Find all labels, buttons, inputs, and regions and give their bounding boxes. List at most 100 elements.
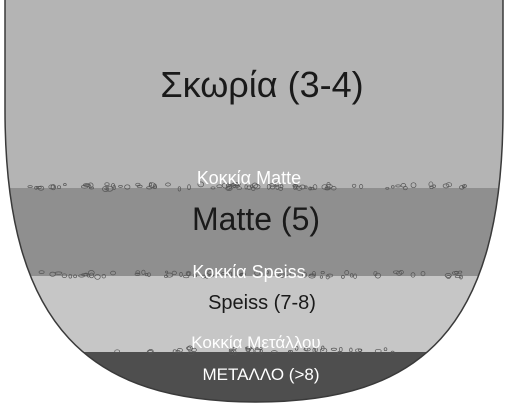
grain-particle [283, 270, 292, 276]
grain-particle [253, 184, 261, 190]
grain-particle [112, 185, 116, 190]
grain-particle [186, 346, 192, 350]
grain-particle [221, 182, 230, 189]
grain-particle [164, 274, 168, 279]
grain-particle [101, 274, 106, 279]
grain-particle [68, 273, 73, 279]
grain-particle [350, 273, 354, 278]
grain-particle [135, 270, 141, 275]
grain-particle [141, 269, 146, 275]
grain-particle [400, 183, 407, 188]
grain-particle [200, 274, 207, 279]
grain-particle [308, 186, 312, 191]
grain-particle [35, 186, 42, 189]
grain-particle [312, 347, 317, 353]
grain-particle [270, 185, 275, 190]
grain-particle [311, 271, 316, 277]
grain-particle [410, 182, 417, 189]
grain-particle [110, 270, 116, 276]
grain-particle [73, 274, 77, 279]
grain-particle [330, 347, 337, 351]
grain-particle [266, 184, 271, 190]
grain-particle [221, 272, 228, 275]
grain-particle [359, 184, 364, 189]
grain-particle [104, 182, 110, 186]
grain-particle [254, 348, 262, 354]
grain-particle [299, 184, 306, 190]
grain-particle [355, 348, 362, 353]
grain-particle [292, 184, 298, 188]
grain-particle [111, 183, 116, 189]
grain-particle [398, 270, 404, 275]
grain-particle [288, 350, 292, 354]
grain-particle [324, 186, 331, 190]
grain-particle [37, 185, 45, 191]
grain-particle [38, 270, 45, 274]
grain-particle [270, 350, 278, 354]
grain-particle [27, 185, 33, 188]
grain-particle [254, 270, 261, 276]
grain-particle [312, 184, 318, 190]
grain-particle [429, 185, 434, 190]
grain-particle [309, 187, 315, 191]
grain-particle [383, 347, 388, 352]
grain-particle [149, 182, 153, 187]
grain-particle [49, 271, 56, 277]
grain-particle [294, 345, 299, 351]
grain-particle [63, 183, 67, 187]
grain-particle [410, 272, 416, 278]
grain-particle [462, 184, 467, 188]
grain-particle [153, 183, 157, 189]
grain-particle [89, 272, 95, 279]
grain-particle [255, 347, 263, 350]
grain-particle [34, 185, 38, 190]
grain-particle [187, 350, 195, 355]
grain-particle [210, 186, 216, 190]
grain-particle [228, 350, 235, 355]
grain-particle [172, 349, 177, 354]
grain-particle [56, 185, 62, 190]
grain-particle [171, 270, 177, 276]
grain-particle [428, 181, 434, 188]
grain-particle [233, 182, 241, 187]
grain-particle [442, 183, 450, 189]
grain-particle [104, 187, 108, 191]
matte-grains-label: Κοκκία Matte [197, 168, 301, 188]
grain-particle [197, 181, 205, 188]
grain-particle [146, 350, 153, 354]
grain-particle [232, 346, 237, 351]
grain-particle [148, 182, 156, 189]
grain-particle [385, 186, 390, 190]
grain-particle [239, 272, 246, 276]
grain-particle [303, 347, 311, 352]
grain-particle [390, 350, 395, 354]
metal-grains-label: Κοκκία Μετάλλου [191, 333, 320, 352]
grain-particle [177, 186, 182, 192]
grain-particle [208, 274, 215, 277]
grain-particle [319, 347, 328, 354]
grain-particle [251, 182, 259, 189]
grain-particle [245, 348, 251, 352]
grain-particle [374, 348, 382, 354]
grain-particle [245, 346, 253, 350]
grain-particle [225, 186, 233, 191]
crucible-outline [4, 0, 504, 403]
grain-particle [265, 270, 269, 275]
grain-particle [179, 272, 183, 277]
grain-particle [228, 271, 233, 277]
grain-particle [278, 272, 285, 279]
grain-particle [325, 184, 333, 189]
grain-particle [187, 184, 191, 191]
grain-particle [391, 185, 395, 189]
matte-layer [5, 188, 503, 276]
grain-particle [320, 271, 325, 275]
slag-label: Σκωρία (3-4) [160, 64, 363, 105]
grain-particle [308, 274, 316, 279]
grain-particle [349, 347, 353, 353]
grain-particle [273, 181, 280, 187]
metal-label: ΜΕΤΑΛΛΟ (>8) [203, 365, 320, 384]
grain-particle [351, 183, 357, 188]
grain-particle [94, 274, 101, 280]
grain-particle [395, 184, 401, 188]
